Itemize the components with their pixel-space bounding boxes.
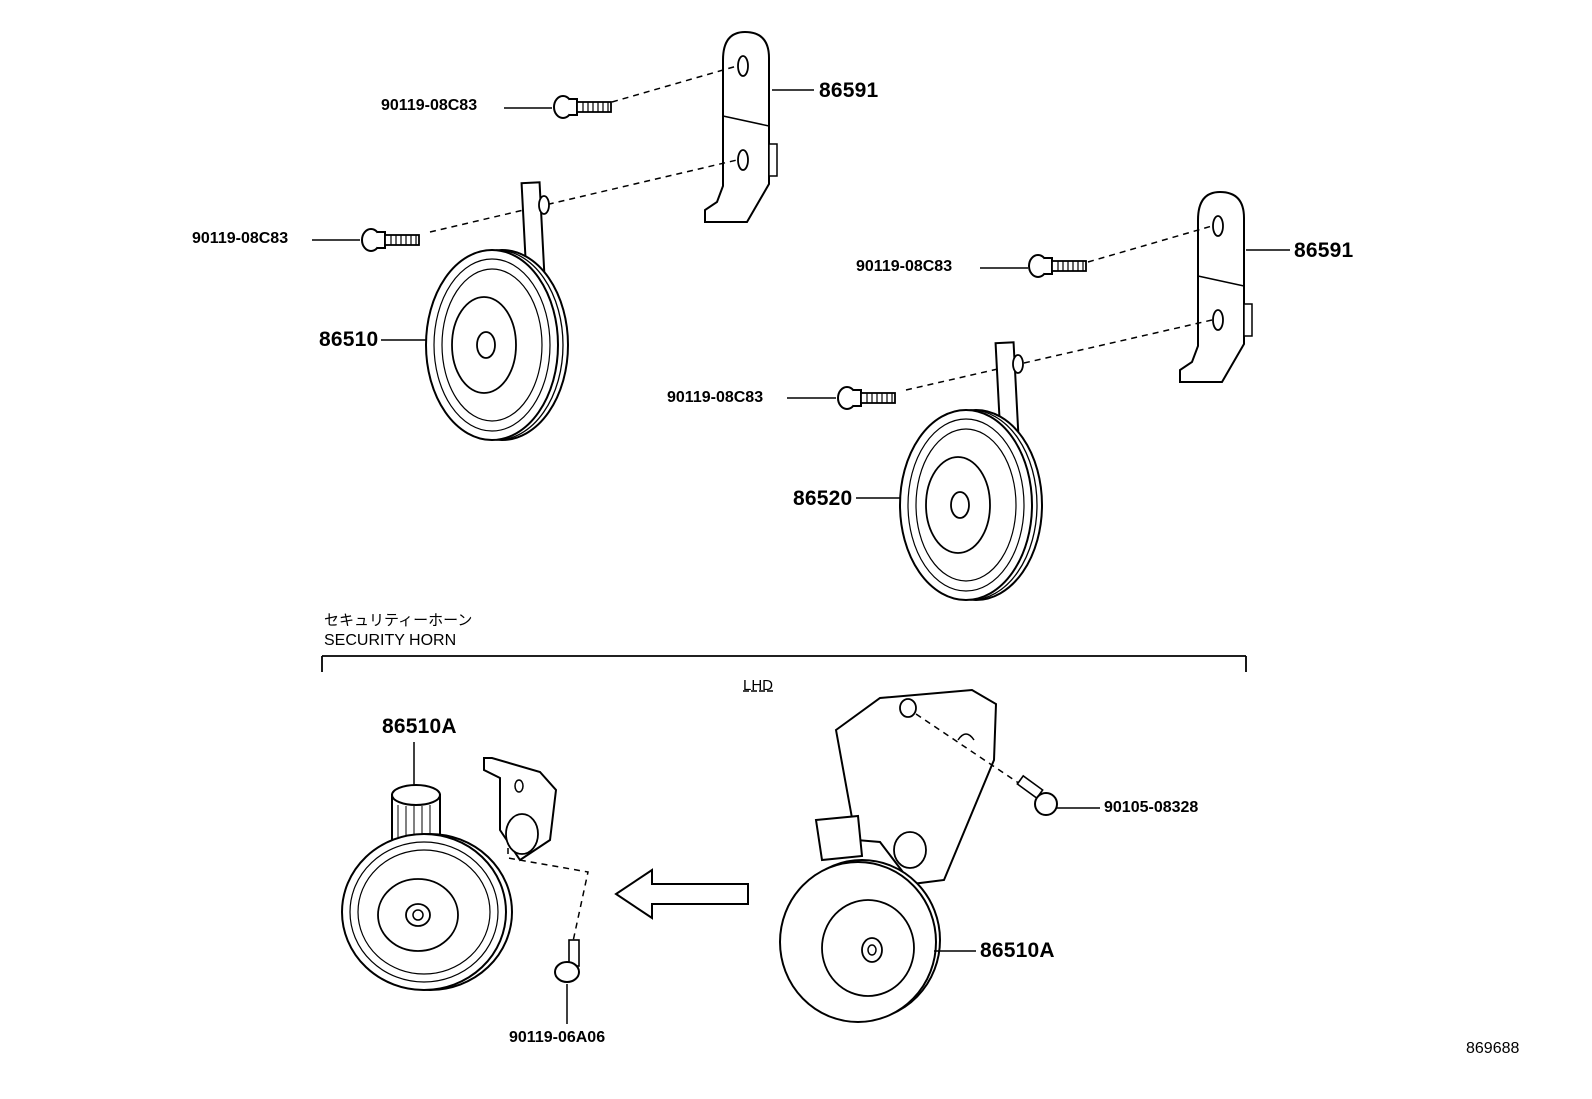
- screw-top-2: [361, 228, 420, 252]
- horn-86510: [425, 181, 569, 442]
- label-bracket-right: 86591: [1294, 239, 1354, 262]
- section-title-en: SECURITY HORN: [324, 632, 457, 649]
- horn-86520: [899, 341, 1043, 601]
- label-screw-right-2: 90119-08C83: [667, 389, 764, 406]
- label-screw-right-1: 90119-08C83: [856, 258, 953, 275]
- section-title-jp: セキュリティーホーン: [324, 611, 473, 629]
- label-bracket-top-1: 86591: [819, 79, 879, 102]
- label-security-horn-left: 86510A: [382, 715, 457, 738]
- label-horn-1: 86510: [319, 328, 379, 351]
- label-screw-bottom: 90119-06A06: [509, 1029, 606, 1046]
- screw-right-1: [1028, 254, 1087, 278]
- bolt-right: [1016, 774, 1058, 816]
- label-horn-2: 86520: [793, 487, 853, 510]
- direction-arrow: [614, 868, 749, 920]
- label-security-horn-right: 86510A: [980, 939, 1055, 962]
- figure-code: 869688: [1466, 1040, 1520, 1057]
- label-bolt-right: 90105-08328: [1104, 799, 1199, 816]
- lhd-label: LHD: [743, 677, 774, 694]
- screw-right-2: [837, 386, 896, 410]
- screw-top-1: [553, 95, 612, 119]
- screw-bottom: [554, 939, 580, 983]
- bracket-86591-top: [704, 31, 778, 223]
- label-screw-top-2: 90119-08C83: [192, 230, 289, 247]
- label-screw-top-1: 90119-08C83: [381, 97, 478, 114]
- bracket-86591-right: [1179, 191, 1253, 383]
- security-horn-left: [341, 757, 558, 991]
- security-horn-right: [779, 688, 998, 1023]
